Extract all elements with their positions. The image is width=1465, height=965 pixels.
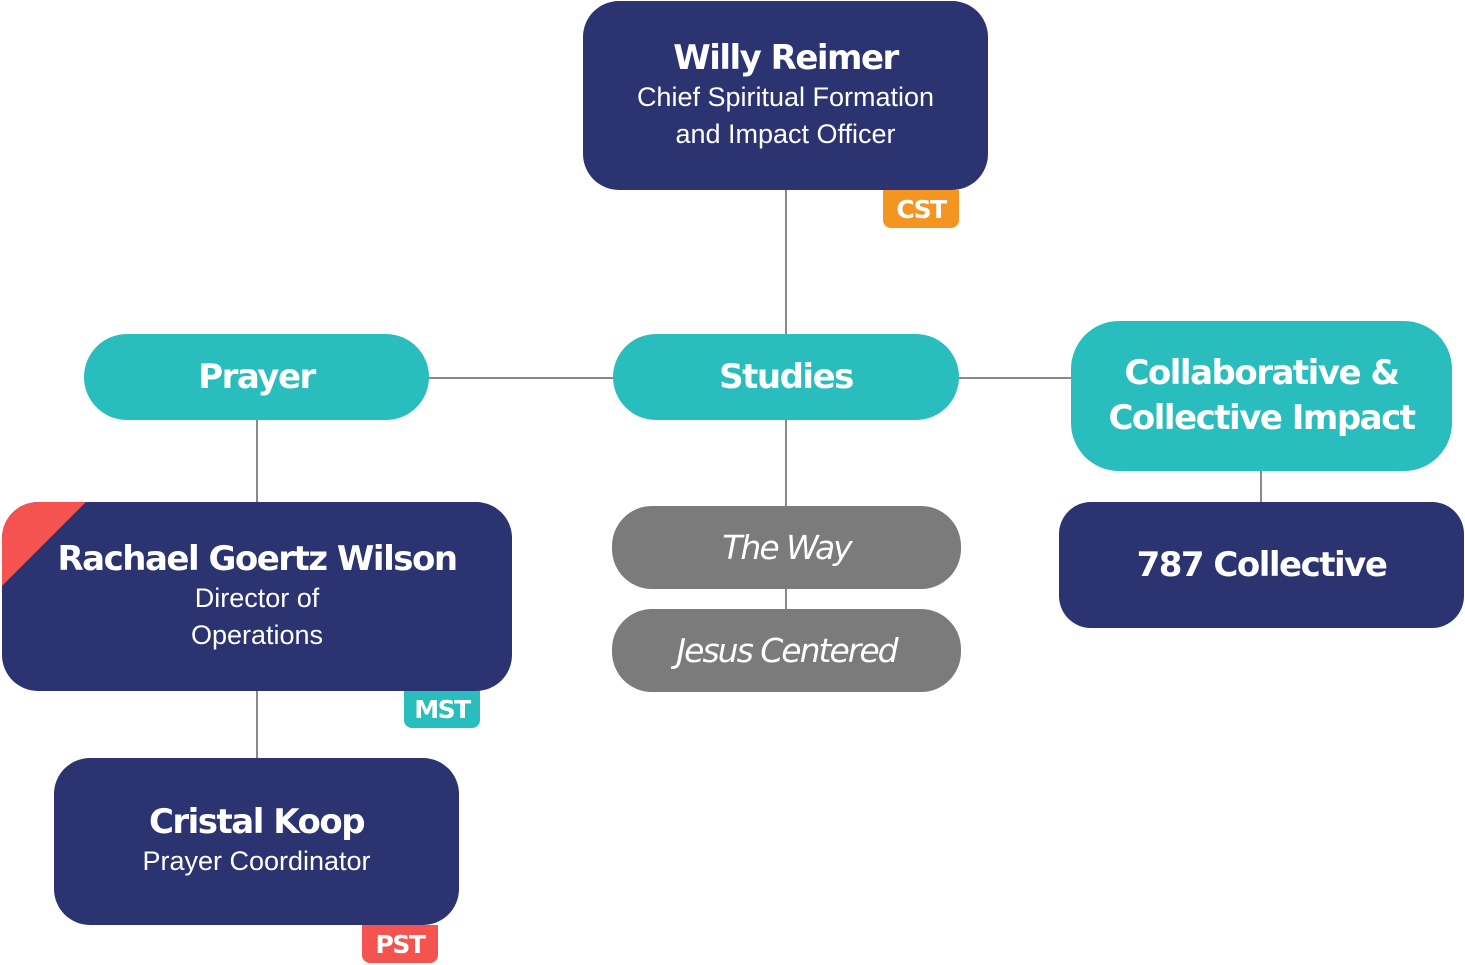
person-name: Rachael Goertz Wilson — [57, 538, 458, 579]
connector-willy-studies — [785, 190, 787, 335]
program-label: The Way — [722, 528, 852, 567]
program-label: 787 Collective — [1136, 544, 1388, 585]
department-label: Collaborative & — [1124, 353, 1400, 394]
department-label: Studies — [719, 356, 854, 397]
program-label: Jesus Centered — [676, 631, 898, 670]
department-label: Collective Impact — [1108, 398, 1416, 438]
node-the-way[interactable]: The Way — [612, 506, 961, 589]
department-label: Prayer — [198, 356, 316, 397]
person-name: Willy Reimer — [673, 37, 899, 78]
person-role: Chief Spiritual Formation — [636, 81, 935, 112]
node-787-collective[interactable]: 787 Collective — [1059, 502, 1464, 628]
connector-studies-collab — [958, 377, 1072, 379]
node-jesus-centered[interactable]: Jesus Centered — [612, 609, 961, 692]
person-name: Cristal Koop — [148, 802, 366, 843]
connector-prayer-studies — [428, 377, 614, 379]
person-role: Operations — [190, 619, 324, 650]
team-badge-cst: CST — [883, 190, 959, 228]
person-role: Prayer Coordinator — [142, 846, 371, 877]
connector-collab-787 — [1260, 470, 1262, 503]
node-collaborative-collective-impact[interactable]: Collaborative & Collective Impact — [1071, 321, 1452, 471]
connector-rachael-cristal — [256, 690, 258, 760]
node-rachael-goertz-wilson[interactable]: Rachael Goertz Wilson Director of Operat… — [2, 502, 512, 691]
team-badge-pst: PST — [362, 925, 438, 963]
connector-prayer-rachael — [256, 420, 258, 503]
connector-theway-jesus — [785, 588, 787, 610]
connector-studies-theway — [785, 420, 787, 507]
node-prayer[interactable]: Prayer — [84, 334, 429, 420]
node-cristal-koop[interactable]: Cristal Koop Prayer Coordinator — [54, 758, 459, 925]
person-role: and Impact Officer — [675, 118, 896, 149]
team-badge-mst: MST — [404, 690, 480, 728]
node-studies[interactable]: Studies — [613, 334, 959, 420]
node-willy-reimer[interactable]: Willy Reimer Chief Spiritual Formation a… — [583, 1, 988, 190]
person-role: Director of — [194, 582, 320, 613]
